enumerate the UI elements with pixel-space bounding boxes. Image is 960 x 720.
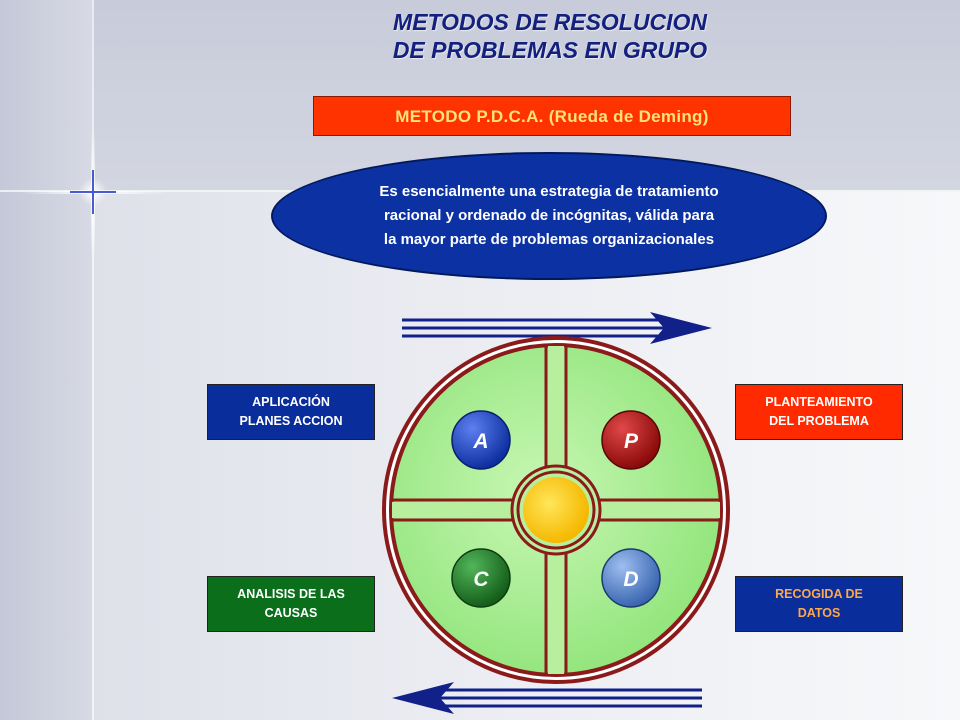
letter-a: A xyxy=(472,430,488,453)
label-aplicacion-planes: APLICACIÓN PLANES ACCION xyxy=(207,384,375,440)
quadrant-d: D xyxy=(601,548,661,608)
title-line-1: METODOS DE RESOLUCION xyxy=(393,9,707,35)
description-ellipse: Es esencialmente una estrategia de trata… xyxy=(271,152,827,280)
letter-d: D xyxy=(623,568,638,591)
arrow-left-icon xyxy=(392,682,702,714)
quadrant-p: P xyxy=(601,410,661,470)
label-analisis-causas: ANALISIS DE LAS CAUSAS xyxy=(207,576,375,632)
center-sun-icon xyxy=(523,477,589,543)
letter-c: C xyxy=(473,568,489,591)
page-title: METODOS DE RESOLUCION DE PROBLEMAS EN GR… xyxy=(300,8,800,64)
left-band xyxy=(0,0,92,720)
arrow-right-icon xyxy=(402,312,712,344)
wheel-hub xyxy=(510,464,602,556)
letter-p: P xyxy=(624,430,639,453)
description-text: Es esencialmente una estrategia de trata… xyxy=(379,183,719,248)
quadrant-a: A xyxy=(451,410,511,470)
quadrant-c: C xyxy=(451,548,511,608)
label-planteamiento-problema: PLANTEAMIENTO DEL PROBLEMA xyxy=(735,384,903,440)
method-subtitle: METODO P.D.C.A. (Rueda de Deming) xyxy=(313,96,791,136)
title-line-2: DE PROBLEMAS EN GRUPO xyxy=(392,37,708,63)
label-recogida-datos: RECOGIDA DE DATOS xyxy=(735,576,903,632)
